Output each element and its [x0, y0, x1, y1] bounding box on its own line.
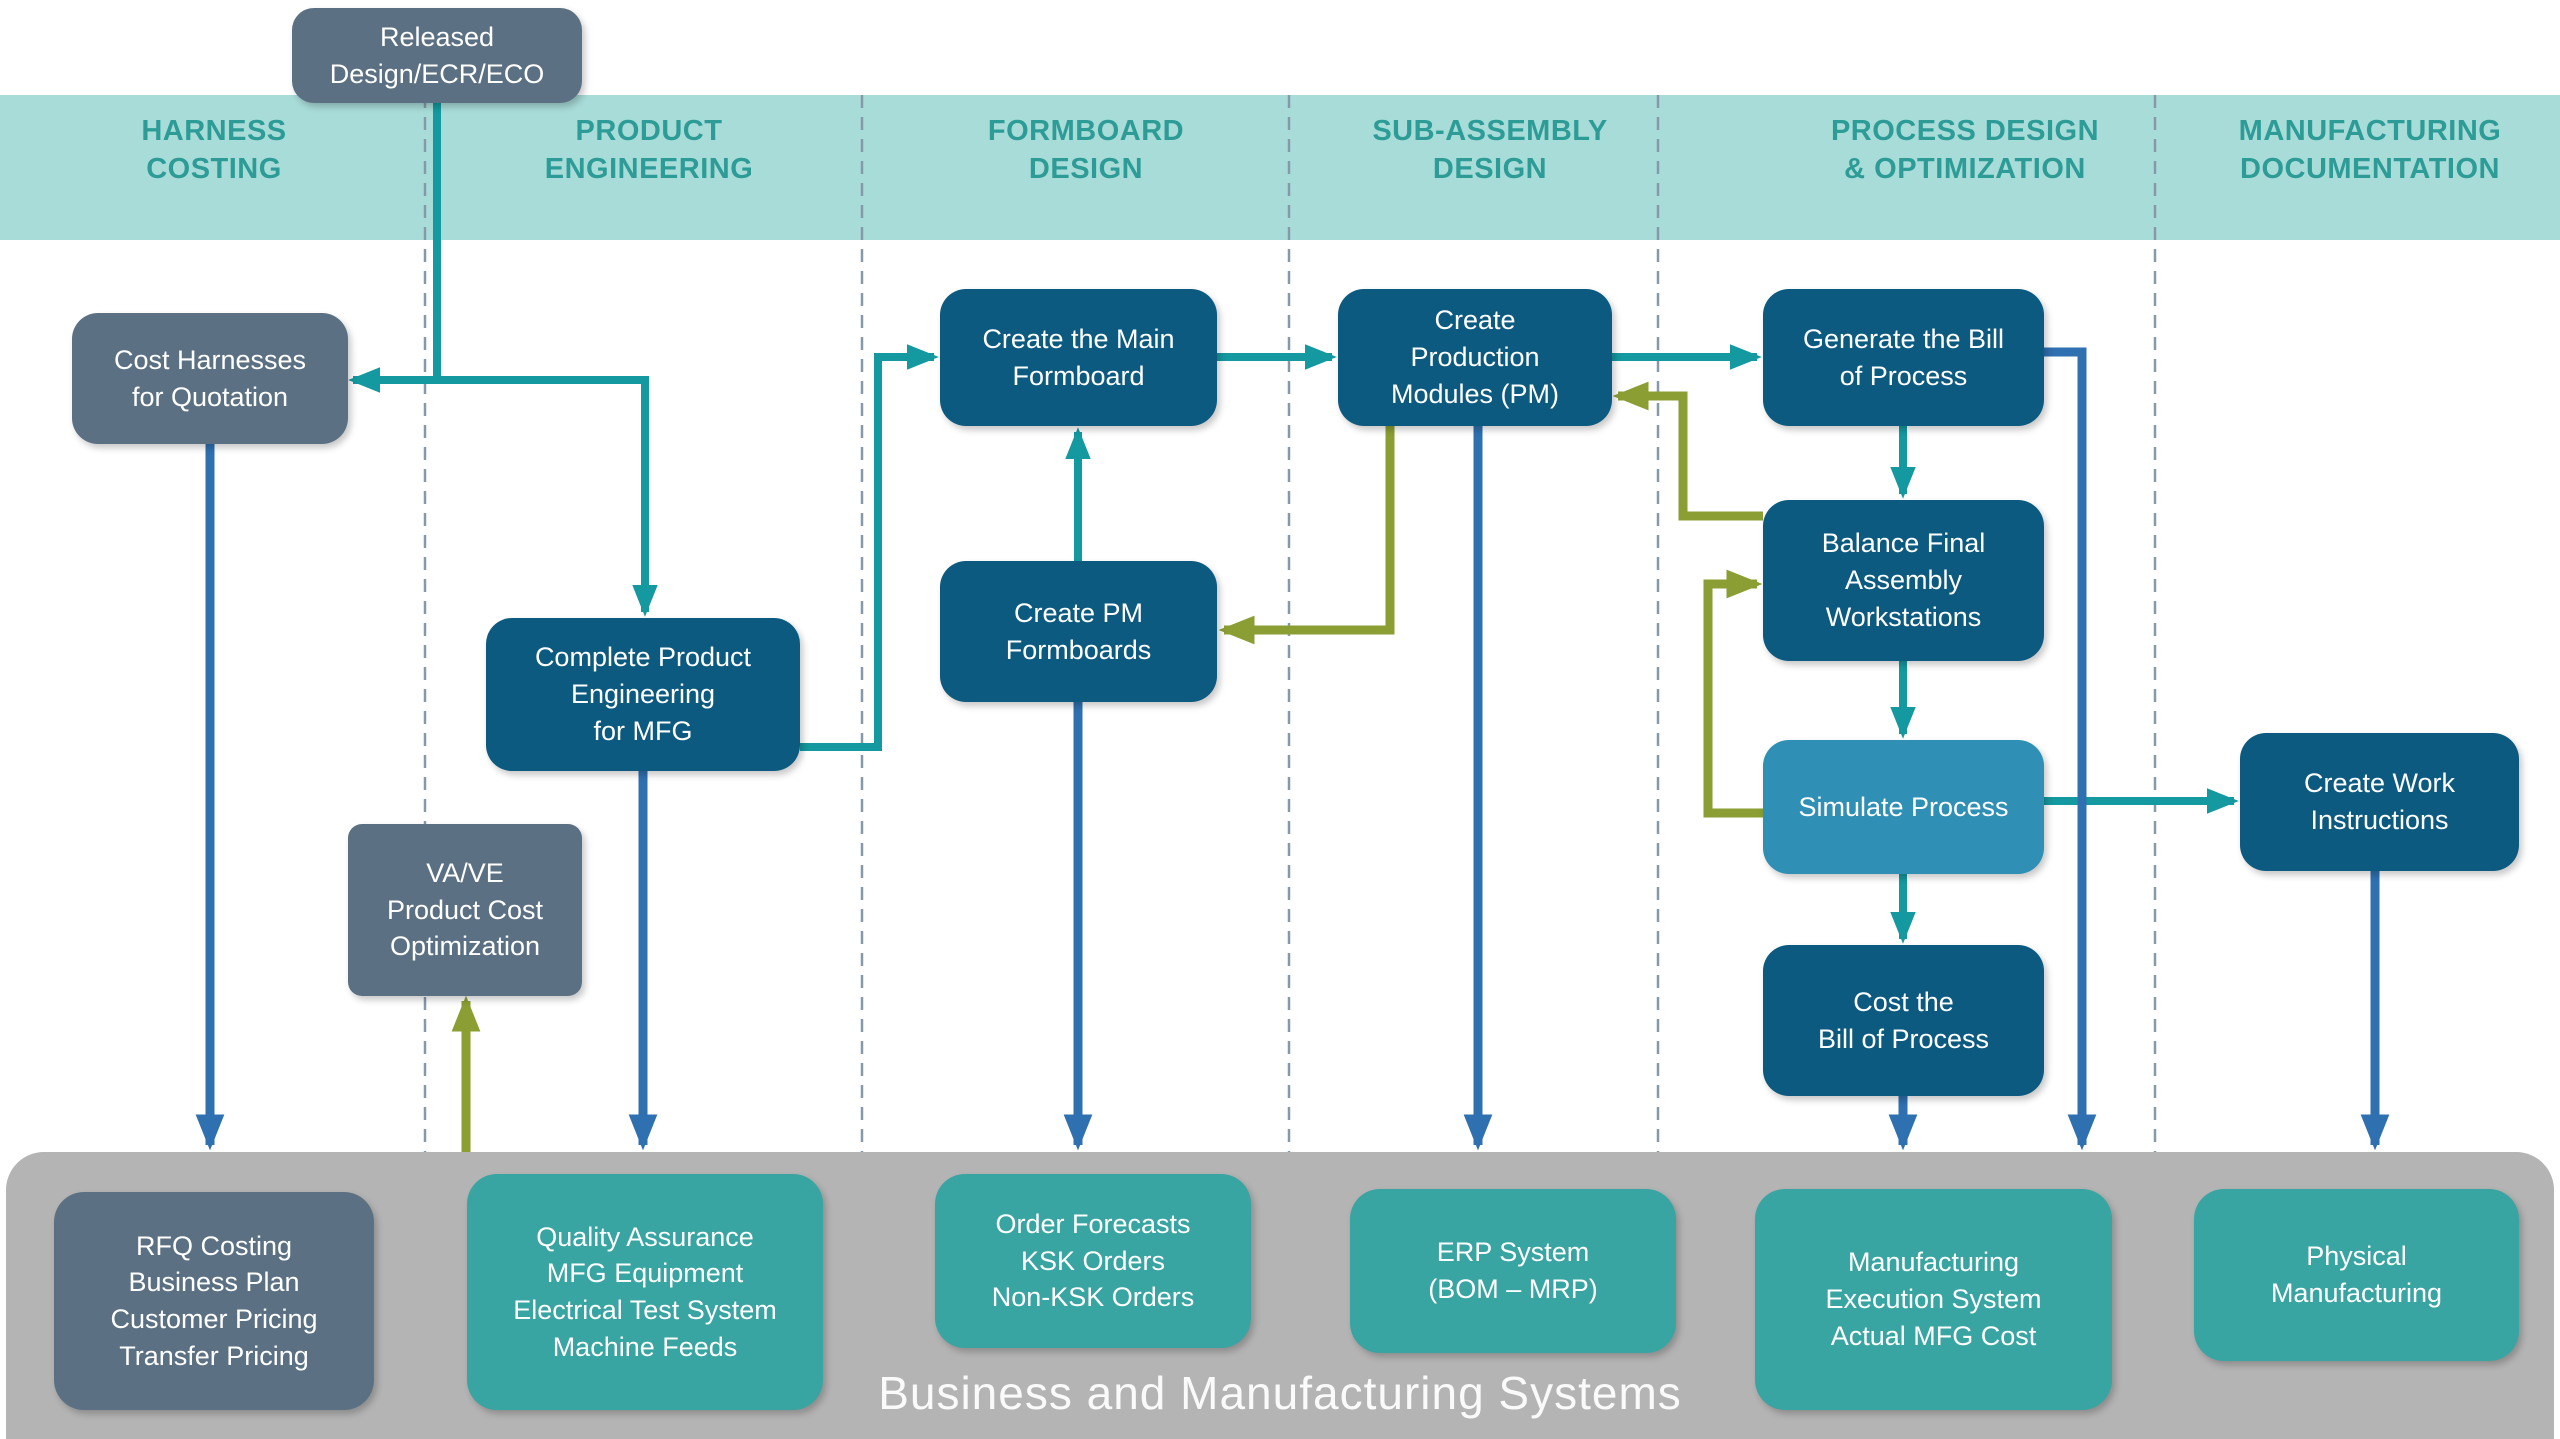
systems-band-title: Business and Manufacturing Systems: [878, 1367, 1682, 1419]
swimlane-header-band: [0, 95, 2560, 240]
node-erp-system: ERP System(BOM – MRP): [1350, 1189, 1676, 1353]
arrow-simulate-to-balance: [1703, 569, 1763, 818]
node-simulate-process: Simulate Process: [1763, 740, 2044, 874]
arrow-balance-to-create-pm: [1612, 381, 1763, 521]
systems-band: [6, 1152, 2554, 1439]
arrow-complete-pe-to-main-formboard: [800, 344, 939, 751]
lane-title-process-design-optimization: PROCESS DESIGN& OPTIMIZATION: [1830, 115, 2100, 186]
arrow-create-pm-to-pm-formboards: [1218, 426, 1395, 645]
arrow-generate-bop-to-mes: [2044, 347, 2097, 1151]
arrow-released-to-complete-pe: [437, 376, 658, 617]
